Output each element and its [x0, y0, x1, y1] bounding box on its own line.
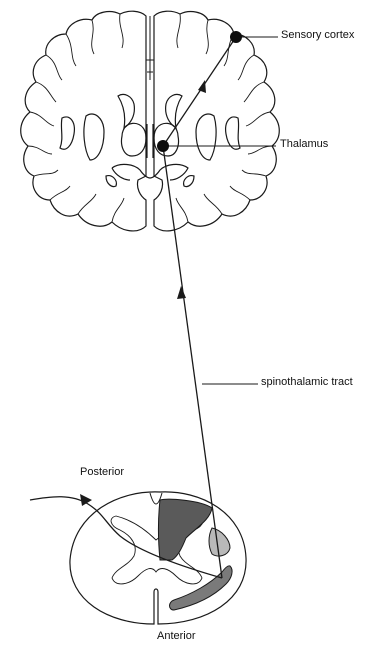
left-hemisphere-outline — [21, 11, 146, 231]
arrow-right-icon — [80, 494, 92, 506]
thalamus-outline-left — [121, 123, 146, 156]
sensory-cortex-dot — [230, 31, 242, 43]
sensory-cortex-label: Sensory cortex — [281, 29, 354, 42]
basal-ganglia-left — [84, 114, 104, 160]
insula-right — [226, 117, 240, 149]
posterior-label: Posterior — [80, 466, 124, 479]
brain-coronal-section — [21, 11, 280, 231]
brainstem-region — [112, 164, 188, 180]
left-gyri — [28, 14, 124, 222]
insula-left — [60, 117, 74, 149]
basal-ganglia-right — [196, 114, 216, 160]
third-ventricle — [147, 124, 153, 158]
spinothalamic-tract-label: spinothalamic tract — [261, 376, 353, 389]
arrow-up-icon — [177, 286, 186, 299]
right-hemisphere-outline — [154, 11, 279, 231]
right-gyri — [176, 14, 272, 222]
midline-fissure — [146, 16, 154, 80]
thalamus-dot — [157, 140, 169, 152]
anterior-label: Anterior — [157, 630, 196, 643]
hippocampus-right — [184, 176, 194, 187]
hippocampus-left — [106, 176, 116, 187]
thalamus-label: Thalamus — [280, 138, 328, 151]
